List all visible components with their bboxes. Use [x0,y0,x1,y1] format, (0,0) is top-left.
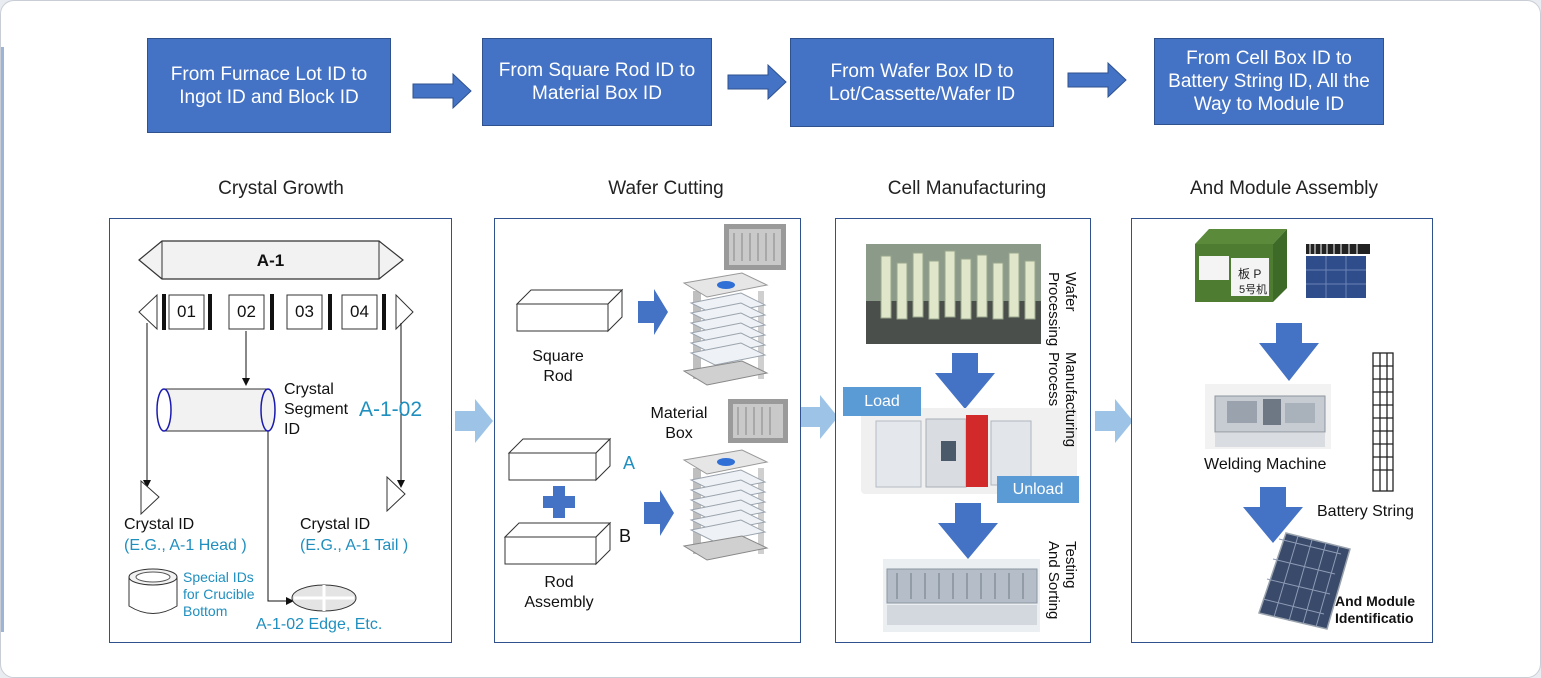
block-divider [162,294,166,330]
material-cassette-icon [682,449,769,561]
material-box-photo [724,224,786,270]
block-box [168,294,205,330]
flow-arrow-icon [727,63,787,101]
stage-arrow-icon [1095,399,1133,443]
square-rod-label: Square Rod [532,348,584,385]
flow-arrow-icon [1067,61,1127,99]
block-end-right [395,293,414,331]
block-divider [328,294,332,330]
manufacturing-process-label: Manufacturing Process [1045,352,1079,448]
wafer-processing-photo [866,244,1041,344]
load-tag: Load [843,387,921,416]
unload-tag: Unload [997,476,1079,503]
blue-arrow-icon [638,289,668,335]
down-arrow-icon [1259,323,1319,381]
block-divider [382,294,386,330]
segment-id: A-1-02 [359,398,423,421]
block-box [341,294,378,330]
material-cassette-icon [682,272,769,386]
down-arrow-icon [1243,487,1303,543]
tail-label: Crystal ID [300,516,371,533]
flow-step-text: From Square Rod ID to Material Box ID [498,60,696,104]
flow-step-cell-box: From Cell Box ID to Battery String ID, A… [1154,38,1384,125]
flow-arrow-icon [412,72,472,110]
battery-string-label: Battery String [1317,503,1414,520]
cell-box-label-2: 5号机 [1239,284,1268,296]
battery-string-icon [1372,352,1394,492]
cell-box-photo [1195,229,1287,302]
mark-b: B [619,526,632,546]
crystal-head-marker [140,479,160,516]
down-arrow-icon [935,353,995,409]
stage-title-wafer: Wafer Cutting [608,178,724,199]
manufacturing-machine-photo [861,408,1077,494]
solar-module-photo [1258,532,1351,630]
block-divider [270,294,274,330]
material-box-label: Material Box [650,405,708,442]
testing-sorting-photo [883,559,1040,632]
block-end-left [138,293,158,331]
tail-example: (E.G., A-1 Tail ) [300,537,409,554]
stage-arrow-icon [800,395,838,439]
flow-step-text: From Furnace Lot ID to Ingot ID and Bloc… [170,63,368,108]
block-label: 04 [350,302,369,321]
flow-step-text: From Wafer Box ID to Lot/Cassette/Wafer … [828,60,1016,105]
crucible-note: Special IDs for Crucible Bottom [183,569,255,619]
flow-step-wafer-box: From Wafer Box ID to Lot/Cassette/Wafer … [790,38,1054,127]
flow-step-text: From Cell Box ID to Battery String ID, A… [1168,48,1370,115]
flow-step-square-rod: From Square Rod ID to Material Box ID [482,38,712,126]
stage-arrow-icon [455,399,493,443]
stage-title-cell: Cell Manufacturing [887,178,1047,199]
solar-cell-photo [1306,244,1370,298]
block-label: 01 [177,302,196,321]
left-rule [1,47,4,632]
head-label: Crystal ID [124,516,195,533]
down-arrow-icon [938,503,998,559]
module-ident-label: And Module Identificatio [1335,593,1416,626]
ingot-label: A-1 [256,251,285,270]
blue-arrow-icon [644,490,674,536]
stage-title-module: And Module Assembly [1190,178,1378,199]
material-box-photo [728,399,788,443]
cell-box-label: 板 P [1238,267,1262,281]
plus-icon [543,486,575,518]
head-example: (E.G., A-1 Head ) [124,537,247,554]
crystal-tail-marker [386,475,406,513]
block-box [286,294,323,330]
block-divider [208,294,212,330]
crucible-icon [128,577,178,614]
edge-note: A-1-02 Edge, Etc. [256,616,383,633]
testing-sorting-label: Testing And Sorting [1045,541,1079,620]
rod-assembly-label: Rod Assembly [524,574,594,611]
segment-label: Crystal Segment ID [284,381,349,438]
flow-step-furnace: From Furnace Lot ID to Ingot ID and Bloc… [147,38,391,133]
mark-a: A [623,453,636,473]
block-label: 03 [295,302,314,321]
block-box [228,294,265,330]
welding-machine-photo [1205,384,1331,449]
wafer-processing-label: Wafer Processing [1045,272,1079,347]
stage-title-crystal: Crystal Growth [218,178,344,199]
welding-machine-label: Welding Machine [1204,456,1327,473]
block-label: 02 [237,302,256,321]
